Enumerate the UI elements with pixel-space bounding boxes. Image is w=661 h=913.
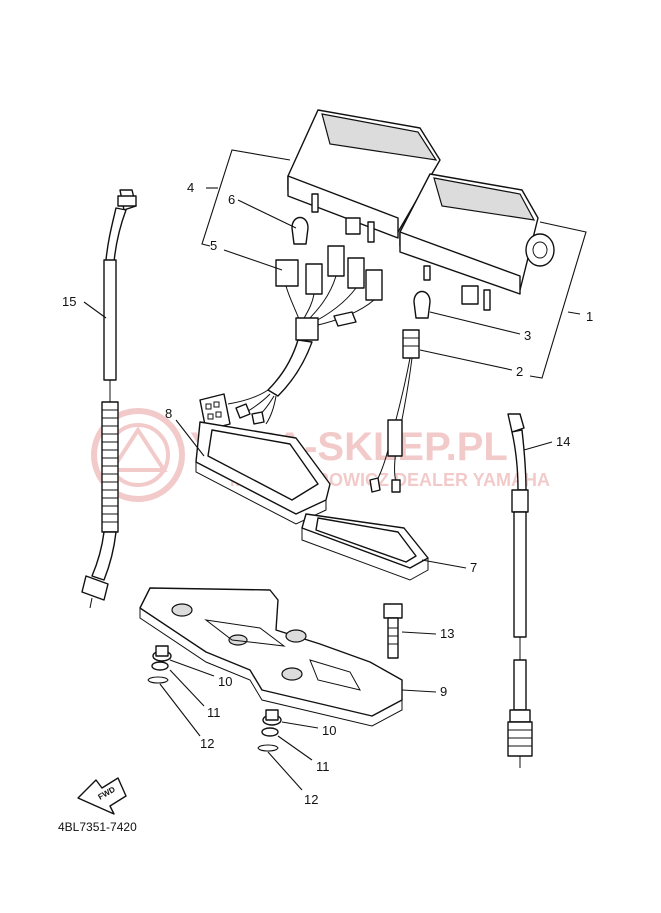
fwd-arrow-icon: FWD — [77, 777, 127, 815]
socket-2 — [369, 329, 420, 493]
speedometer-cable — [81, 189, 137, 609]
callout-14: 14 — [556, 434, 570, 449]
callout-4: 4 — [187, 180, 194, 195]
meter-assembly — [287, 109, 555, 311]
gasket-7 — [301, 513, 429, 581]
diagram-code: 4BL7351-7420 — [58, 820, 137, 834]
meter-bracket — [139, 587, 403, 727]
callout-10-left: 10 — [218, 674, 232, 689]
callout-12-right: 12 — [304, 792, 318, 807]
callout-11-left: 11 — [207, 705, 221, 720]
callout-2: 2 — [516, 364, 523, 379]
callout-13: 13 — [440, 626, 454, 641]
callouts: 1 2 3 4 5 6 7 8 9 10 10 11 11 12 12 13 1… — [62, 180, 593, 807]
bulb-6 — [291, 216, 309, 245]
callout-7: 7 — [470, 560, 477, 575]
callout-15: 15 — [62, 294, 76, 309]
callout-11-right: 11 — [316, 759, 330, 774]
callout-8: 8 — [165, 406, 172, 421]
wire-harness — [199, 245, 383, 431]
bolt-13 — [383, 603, 403, 659]
tachometer-cable — [507, 413, 533, 768]
callout-1: 1 — [586, 309, 593, 324]
callout-12-left: 12 — [200, 736, 214, 751]
leader-lines — [83, 149, 587, 791]
callout-3: 3 — [524, 328, 531, 343]
bulb-3 — [413, 290, 431, 319]
callout-10-right: 10 — [322, 723, 336, 738]
callout-9: 9 — [440, 684, 447, 699]
grommet-washer-clip-left — [147, 645, 172, 684]
callout-6: 6 — [228, 192, 235, 207]
gasket-8 — [195, 421, 331, 525]
grommet-washer-clip-right — [257, 709, 282, 752]
callout-5: 5 — [210, 238, 217, 253]
